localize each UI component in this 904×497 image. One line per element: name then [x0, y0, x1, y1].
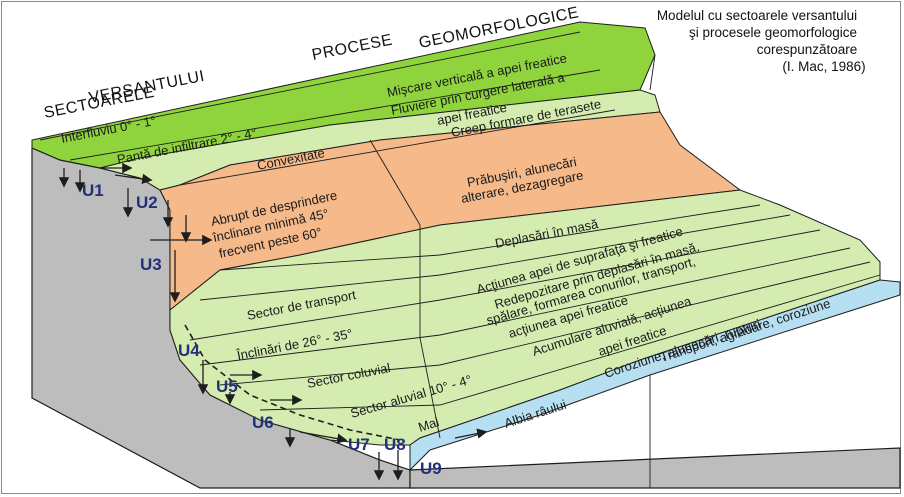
unit-u7: U7	[348, 435, 370, 454]
subdivision-lines	[39, 31, 881, 488]
title-line-3: corespunzătoare	[757, 42, 858, 57]
block-front-face	[409, 447, 901, 489]
title-line-4: (I. Mac, 1986)	[782, 59, 865, 74]
title-line-1: Modelul cu sectoarele versantului	[657, 8, 857, 23]
colluvial-dashed-line	[184, 324, 401, 441]
header-procese-1: PROCESE	[311, 32, 394, 64]
label-mal: Mal	[416, 414, 441, 435]
unit-u6: U6	[252, 413, 274, 432]
unit-u5: U5	[216, 377, 238, 396]
unit-u3: U3	[140, 255, 162, 274]
unit-u2: U2	[136, 193, 158, 212]
river-channel	[409, 279, 901, 472]
unit-u4: U4	[178, 341, 200, 360]
water-flow-arrows	[58, 162, 488, 481]
unit-u8: U8	[384, 435, 406, 454]
title-line-2: şi procesele geomorfologice	[689, 25, 857, 40]
unit-u1: U1	[82, 181, 104, 200]
unit-u9: U9	[420, 459, 442, 478]
